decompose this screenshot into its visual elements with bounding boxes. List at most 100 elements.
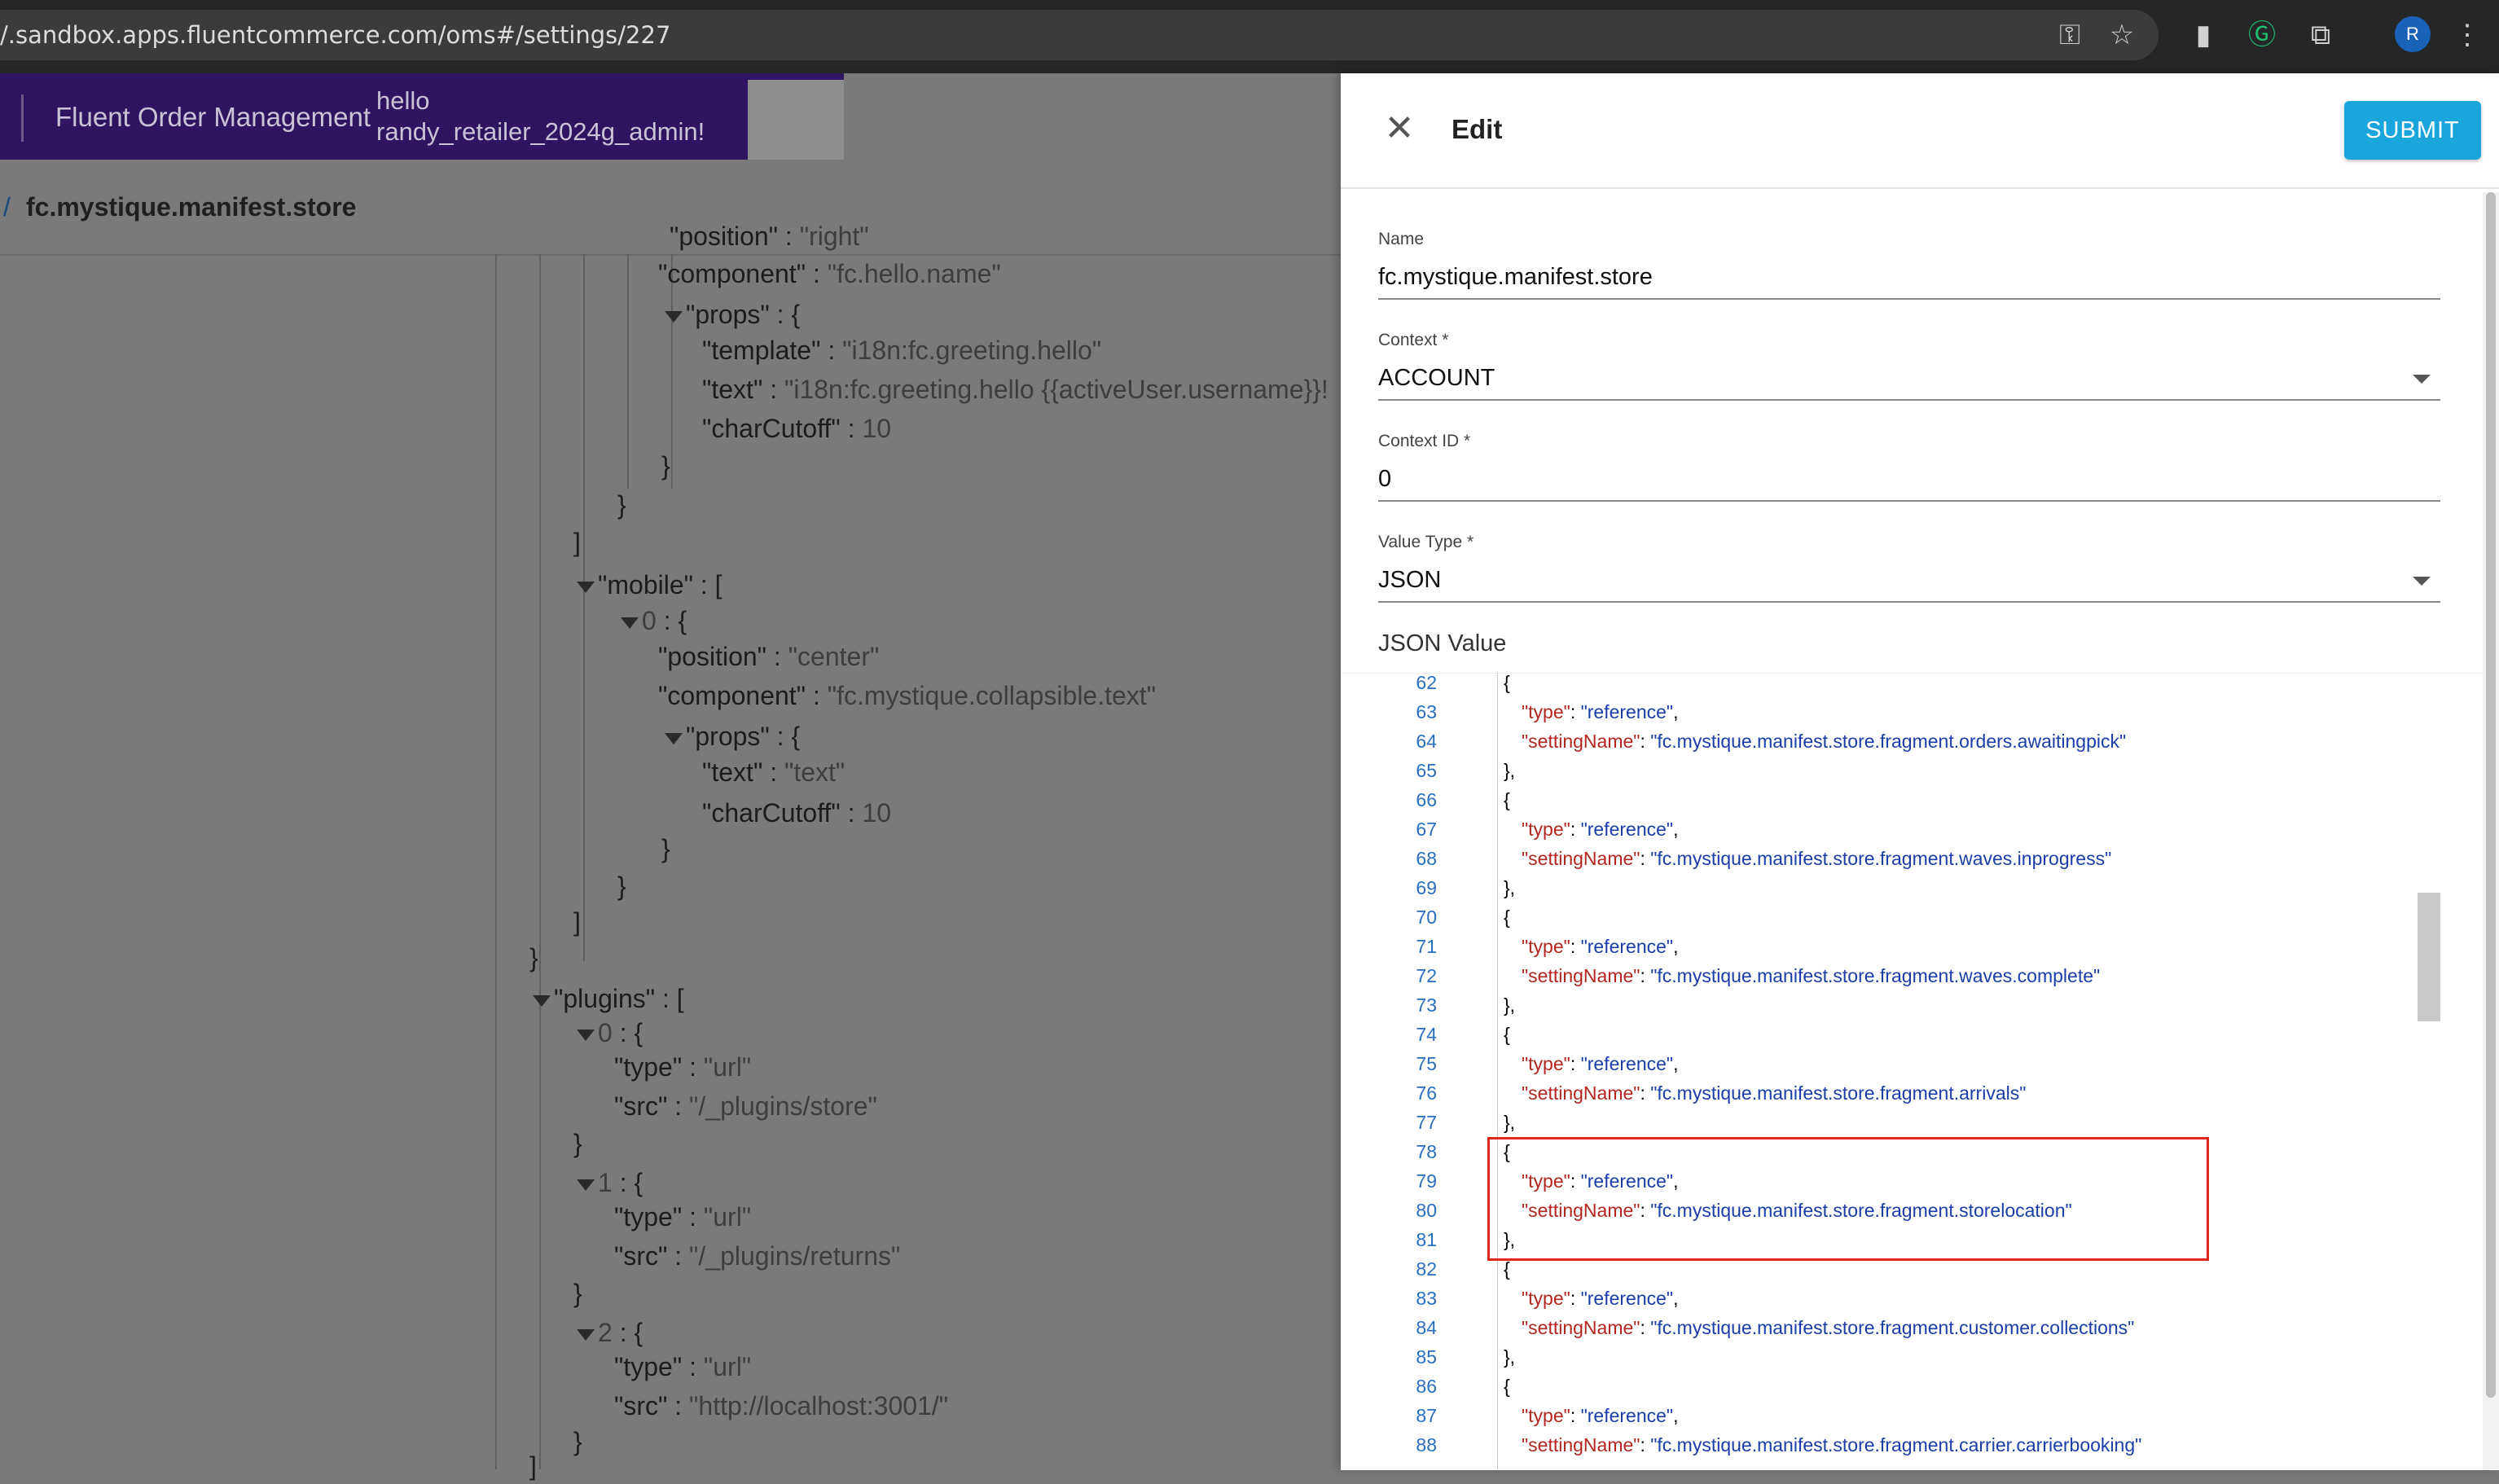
tree-node[interactable]: 0 : { [577, 1015, 643, 1051]
expand-toggle-icon[interactable] [577, 1328, 595, 1341]
json-colon: : [1570, 1288, 1581, 1309]
line-number: 82 [1416, 1258, 1437, 1280]
bookmark-icon[interactable]: ▮ [2195, 20, 2211, 50]
tree-value: "url" [703, 1202, 752, 1232]
code-line[interactable]: "type": "reference", [1522, 697, 1678, 727]
code-line[interactable]: }, [1504, 1112, 1516, 1133]
tree-node[interactable]: 2 : { [577, 1315, 643, 1350]
tree-separator: : [692, 570, 715, 599]
tree-separator: : [762, 375, 784, 404]
tree-indent-guide [627, 254, 629, 489]
context-id-field[interactable]: 0 [1378, 466, 1392, 492]
json-key: "settingName" [1522, 1082, 1640, 1104]
value-type-label: Value Type * [1378, 533, 1474, 551]
code-line[interactable]: "settingName": "fc.mystique.manifest.sto… [1522, 1196, 2072, 1225]
code-line[interactable]: "settingName": "fc.mystique.manifest.sto… [1522, 961, 2100, 990]
key-icon[interactable]: ⚿ [2059, 20, 2080, 50]
address-bar-url[interactable]: /.sandbox.apps.fluentcommerce.com/oms#/s… [0, 21, 671, 49]
code-line[interactable]: "type": "reference", [1522, 1166, 1678, 1196]
expand-toggle-icon[interactable] [533, 994, 551, 1007]
tree-node[interactable]: "plugins" : [ [533, 981, 684, 1016]
tree-separator: : [769, 722, 792, 751]
code-line[interactable]: }, [1504, 877, 1516, 898]
expand-toggle-icon[interactable] [577, 1029, 595, 1041]
json-comma: , [1673, 819, 1679, 840]
code-line[interactable]: { [1504, 907, 1510, 928]
tree-node[interactable]: "props" : { [665, 296, 800, 332]
tree-key: ] [529, 1451, 537, 1481]
line-number: 62 [1416, 672, 1437, 693]
tree-node: "position" : "right" [670, 218, 869, 254]
expand-toggle-icon[interactable] [577, 1179, 595, 1191]
code-line[interactable]: }, [1504, 760, 1516, 781]
code-line[interactable]: }, [1504, 994, 1516, 1016]
line-number: 88 [1416, 1434, 1437, 1455]
grammarly-icon[interactable]: Ⓖ [2248, 20, 2276, 50]
code-line[interactable]: { [1504, 1376, 1510, 1397]
json-comma: , [1673, 1405, 1679, 1426]
tree-node: } [529, 940, 538, 976]
line-number: 65 [1416, 760, 1437, 781]
context-select[interactable]: ACCOUNT [1378, 365, 1495, 391]
code-line[interactable]: { [1504, 1141, 1510, 1162]
profile-avatar[interactable]: R [2395, 16, 2431, 52]
json-key: "type" [1522, 1288, 1570, 1309]
tree-key: } [661, 451, 670, 481]
tree-separator: : [766, 642, 788, 671]
line-number: 67 [1416, 819, 1437, 840]
tree-node: "type" : "url" [614, 1349, 751, 1385]
name-field[interactable]: fc.mystique.manifest.store [1378, 264, 1653, 290]
tree-node: } [661, 831, 670, 867]
tree-node: } [661, 448, 670, 484]
user-avatar[interactable] [748, 80, 844, 160]
code-line[interactable]: "settingName": "fc.mystique.manifest.sto… [1522, 1078, 2026, 1108]
json-key: "type" [1522, 1053, 1570, 1074]
line-number: 74 [1416, 1024, 1437, 1045]
code-line[interactable]: "settingName": "fc.mystique.manifest.sto… [1522, 727, 2126, 756]
code-line[interactable]: "settingName": "fc.mystique.manifest.sto… [1522, 1430, 2141, 1460]
code-line[interactable]: "settingName": "fc.mystique.manifest.sto… [1522, 1313, 2134, 1342]
json-comma: , [1673, 1288, 1679, 1309]
editor-scrollbar-thumb[interactable] [2418, 893, 2440, 1021]
address-bar[interactable] [0, 10, 2159, 60]
context-dropdown-icon[interactable] [2413, 375, 2431, 384]
json-colon: : [1640, 1082, 1651, 1104]
json-key: "type" [1522, 1405, 1570, 1426]
code-line[interactable]: { [1504, 1024, 1510, 1045]
expand-toggle-icon[interactable] [665, 310, 683, 323]
code-line[interactable]: "settingName": "fc.mystique.manifest.sto… [1522, 844, 2111, 873]
json-code-editor[interactable] [1341, 673, 2499, 1470]
code-line[interactable]: "type": "reference", [1522, 932, 1678, 961]
close-icon[interactable]: ✕ [1384, 108, 1415, 148]
star-icon[interactable]: ☆ [2109, 20, 2135, 50]
code-line[interactable]: { [1504, 672, 1510, 693]
code-line[interactable]: }, [1504, 1346, 1516, 1368]
line-number: 75 [1416, 1053, 1437, 1074]
tree-value: 10 [862, 414, 892, 443]
expand-toggle-icon[interactable] [621, 617, 639, 629]
tree-indent-guide [539, 254, 541, 1469]
tree-separator: : [840, 798, 863, 828]
code-line[interactable]: "type": "reference", [1522, 814, 1678, 844]
drawer-scrollbar-thumb[interactable] [2486, 192, 2496, 1398]
line-number: 81 [1416, 1229, 1437, 1250]
code-line[interactable]: "type": "reference", [1522, 1401, 1678, 1430]
value-type-dropdown-icon[interactable] [2413, 577, 2431, 586]
submit-button[interactable]: SUBMIT [2344, 101, 2481, 160]
code-line[interactable]: { [1504, 1258, 1510, 1280]
tree-node[interactable]: 1 : { [577, 1165, 643, 1201]
code-line[interactable]: "type": "reference", [1522, 1284, 1678, 1313]
value-type-select[interactable]: JSON [1378, 567, 1442, 593]
tree-node[interactable]: 0 : { [621, 603, 687, 639]
code-line[interactable]: "type": "reference", [1522, 1049, 1678, 1078]
code-line[interactable]: }, [1504, 1229, 1516, 1250]
tree-node[interactable]: "props" : { [665, 718, 800, 754]
code-line[interactable]: { [1504, 789, 1510, 810]
expand-toggle-icon[interactable] [665, 732, 683, 744]
tree-value: "fc.hello.name" [827, 259, 1001, 288]
expand-toggle-icon[interactable] [577, 581, 595, 593]
tree-node[interactable]: "mobile" : [ [577, 567, 722, 603]
json-string: "reference" [1580, 936, 1674, 957]
extensions-icon[interactable]: ⧉ [2310, 20, 2331, 50]
more-icon[interactable]: ⋮ [2453, 20, 2481, 50]
